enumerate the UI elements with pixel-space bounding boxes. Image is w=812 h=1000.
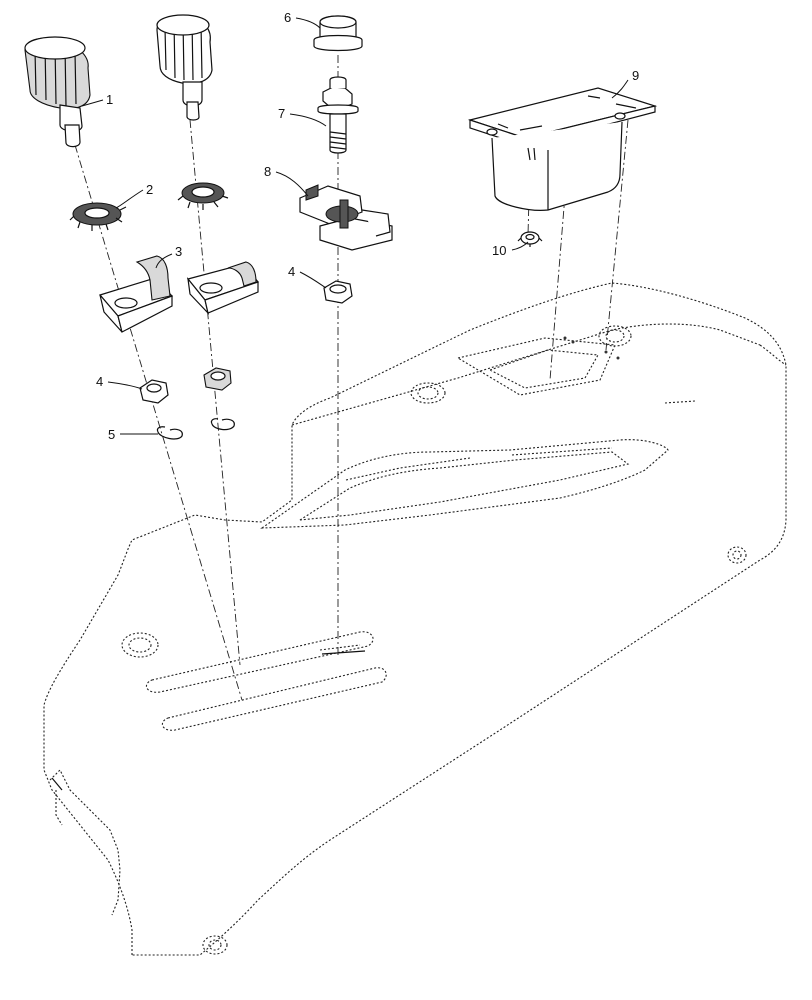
callout-10: 10 (492, 243, 506, 258)
retaining-clip-part-5 (156, 426, 183, 440)
callout-8: 8 (264, 164, 271, 179)
callout-9: 9 (632, 68, 639, 83)
lock-washer-part-2 (69, 202, 127, 231)
cap-part-6 (313, 15, 363, 52)
nut-part-4b (323, 280, 353, 304)
callout-6: 6 (284, 10, 291, 25)
knob-part-1 (24, 36, 91, 148)
bolt-part-7 (317, 76, 359, 154)
callout-7: 7 (278, 106, 285, 121)
bracket-part-3 (98, 255, 174, 333)
push-nut-part-10 (517, 231, 543, 247)
callout-2: 2 (146, 182, 153, 197)
callout-4b: 4 (288, 264, 295, 279)
nut-unlabeled (203, 367, 232, 391)
callout-3: 3 (175, 244, 182, 259)
callout-4a: 4 (96, 374, 103, 389)
knob-part-unlabeled (156, 14, 213, 121)
callout-labels: 1 2 3 4 4 5 6 7 8 9 10 (96, 10, 639, 442)
callout-leaders (81, 17, 629, 435)
console-body (43, 282, 787, 956)
clip-unlabeled (210, 418, 235, 431)
nut-part-4a (139, 379, 169, 404)
bracket-unlabeled (186, 261, 259, 316)
callout-5: 5 (108, 427, 115, 442)
lock-washer-unlabeled (177, 182, 229, 210)
callout-1: 1 (106, 92, 113, 107)
switch-bracket-part-8 (299, 184, 393, 251)
storage-tray-part-9 (467, 87, 658, 211)
